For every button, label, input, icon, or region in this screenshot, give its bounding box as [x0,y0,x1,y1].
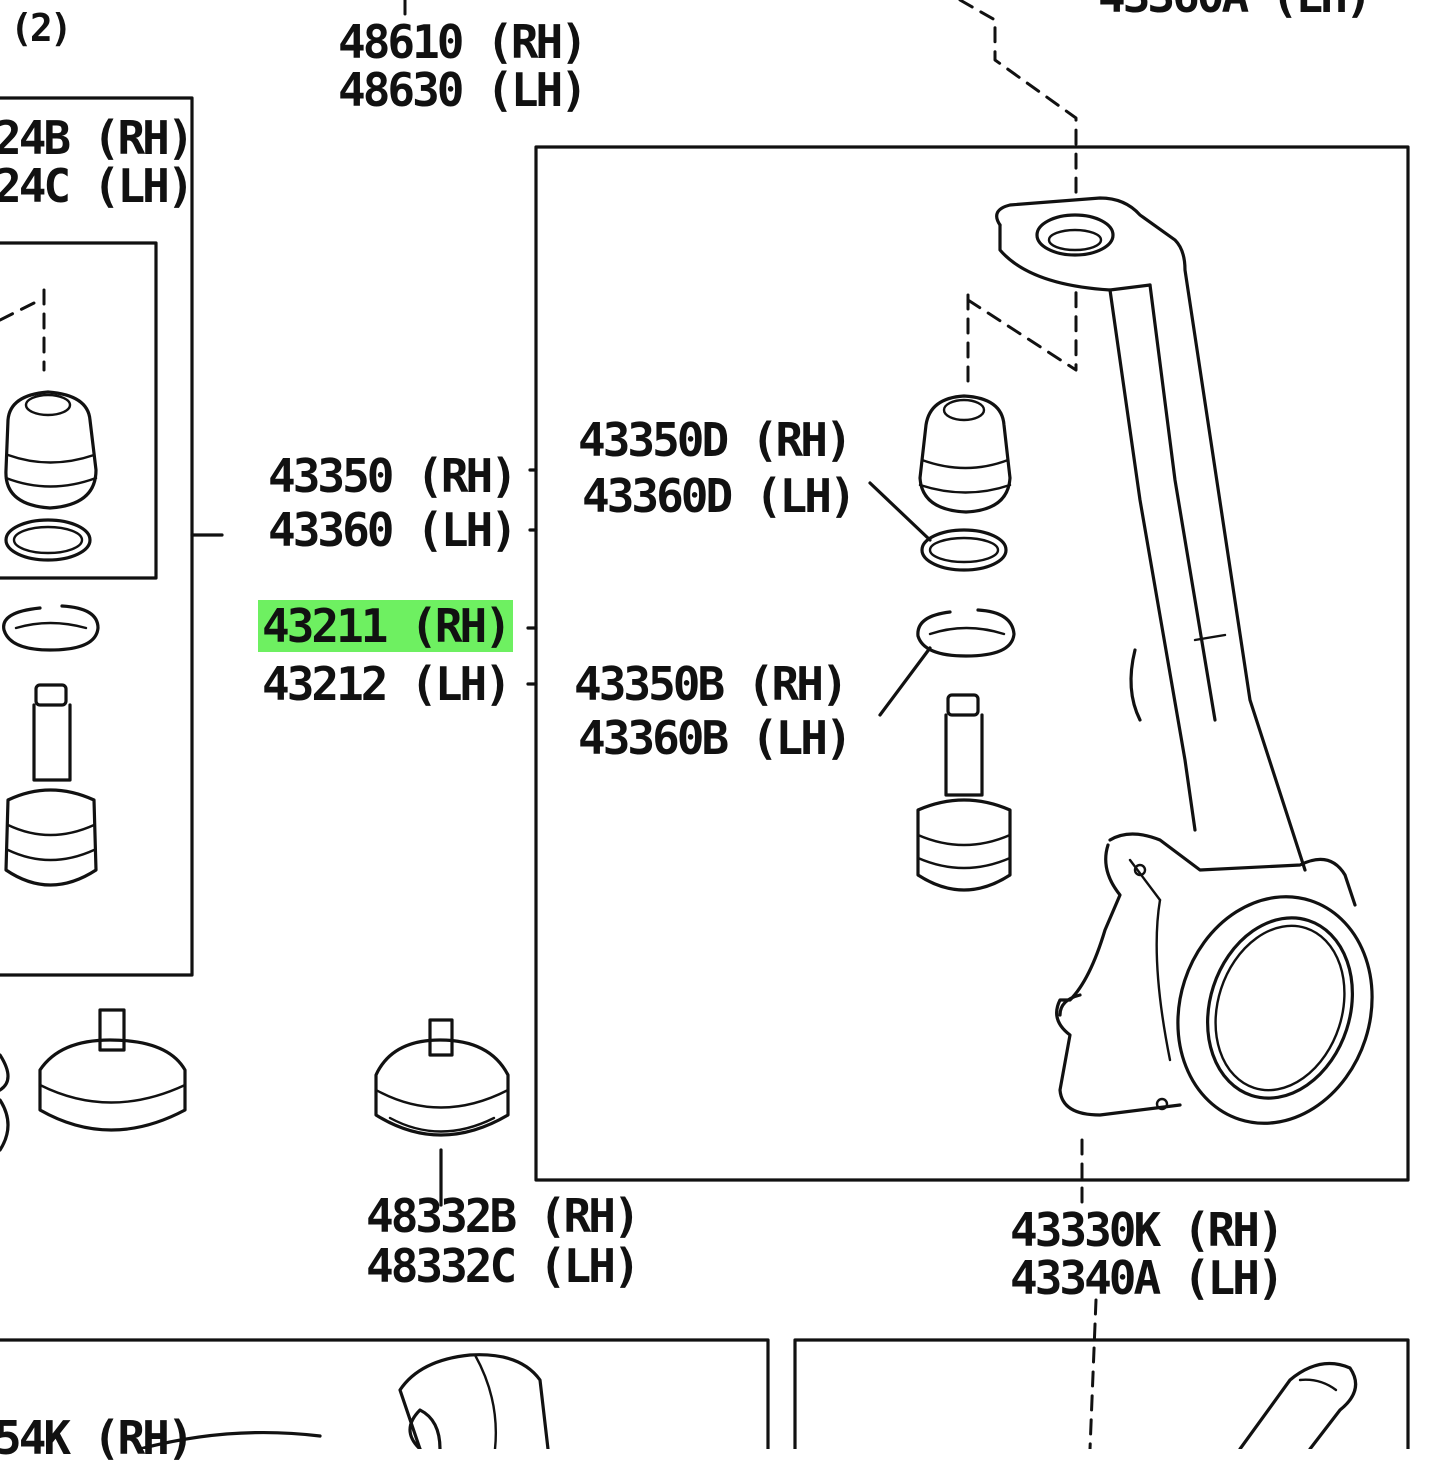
leader-lines [190,468,932,1207]
label-43212-lh: 43212 (LH) [262,657,512,711]
left-snap-ring [2,604,100,652]
label-43350-rh: 43350 (RH) [268,449,518,503]
right-ring-large [920,528,1008,572]
label-43360d-lh: 43360D (LH) [582,469,857,523]
right-ball-stud [916,693,1012,892]
bottom-right-frame [793,1338,1410,1449]
label-48332c-lh: 48332C (LH) [366,1239,641,1293]
label-54k-rh: 54K (RH) [0,1411,195,1465]
left-inner-frame [0,241,158,580]
label-43211-rh-highlighted: 43211 (RH) [258,600,513,652]
left-boot [4,390,98,510]
bottom-left-frame [0,1338,770,1449]
right-boot [918,394,1012,514]
right-snap-ring [916,608,1016,658]
left-lower-joint [0,1008,187,1152]
label-24c-lh: 24C (LH) [0,159,195,213]
label-43350d-rh: 43350D (RH) [578,413,853,467]
label-48332b-rh: 48332B (RH) [366,1189,641,1243]
label-43360-lh: 43360 (LH) [268,503,518,557]
bottom-partials [138,1353,1358,1449]
label-48610-rh: 48610 (RH) [338,15,588,69]
label-24b-rh: 24B (RH) [0,111,195,165]
label-43360b-lh: 43360B (LH) [578,711,853,765]
left-ring-large-inner [12,525,84,555]
left-ball-stud [4,683,98,887]
lower-ball-joint [374,1018,510,1137]
label-group-2: (2) [10,6,73,50]
dashed-lines [0,0,1098,1449]
label-43360a-lh: 43360A (LH) [1098,0,1373,22]
label-43330k-rh: 43330K (RH) [1010,1203,1285,1257]
main-knuckle-frame [534,145,1410,1182]
left-ring-large [4,518,92,562]
label-48630-lh: 48630 (LH) [338,63,588,117]
steering-knuckle [995,196,1374,1125]
label-43340a-lh: 43340A (LH) [1010,1251,1285,1305]
label-43350b-rh: 43350B (RH) [574,657,849,711]
